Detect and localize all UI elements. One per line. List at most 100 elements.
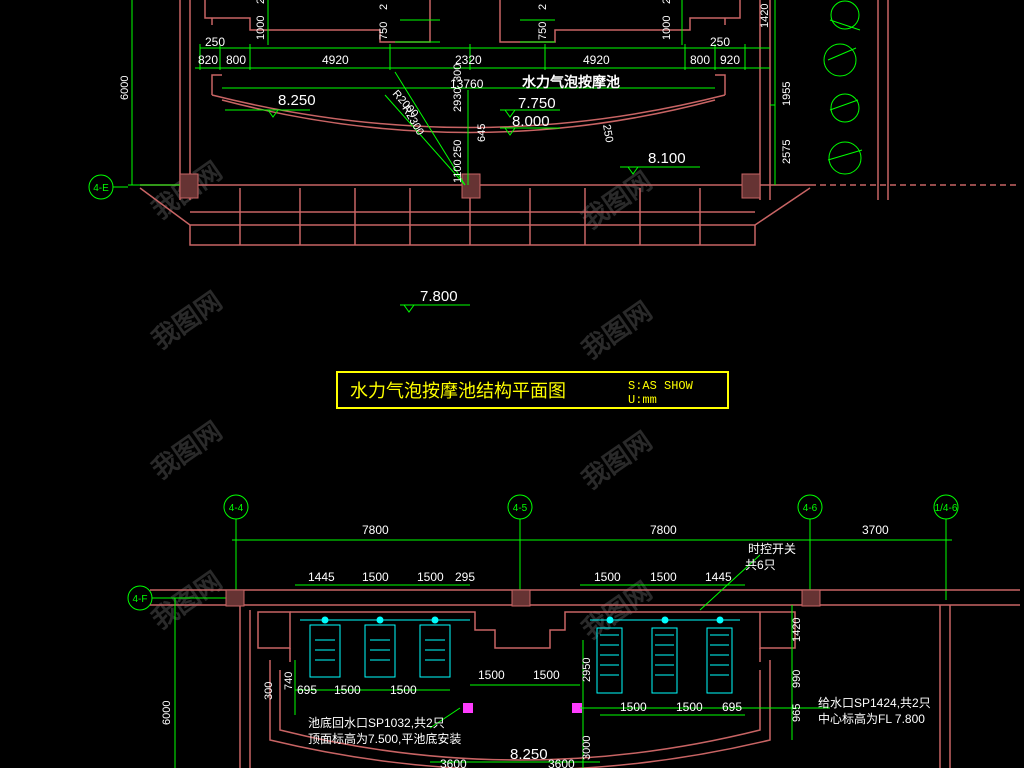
svg-text:7800: 7800 [650, 523, 677, 537]
svg-text:6000: 6000 [119, 76, 131, 100]
svg-text:1500: 1500 [478, 668, 505, 682]
svg-text:695: 695 [722, 700, 742, 714]
svg-text:1420: 1420 [791, 618, 803, 642]
watermark: 我图网 [147, 286, 228, 355]
svg-text:800: 800 [690, 53, 710, 67]
bottom-dimensions: 1445 1500 1500 295 1500 1500 1445 时控开关 共… [161, 542, 931, 768]
svg-text:8.000: 8.000 [512, 113, 550, 130]
svg-text:250: 250 [452, 140, 464, 158]
top-walls [139, 0, 1020, 246]
svg-text:1445: 1445 [308, 570, 335, 584]
svg-text:1100: 1100 [452, 159, 464, 183]
svg-text:8.100: 8.100 [648, 150, 686, 167]
svg-text:820: 820 [198, 53, 218, 67]
unit-text: U:mm [628, 393, 657, 407]
svg-text:顶面标高为7.500,平池底安装: 顶面标高为7.500,平池底安装 [308, 731, 461, 746]
axis-spans: 7800 7800 3700 [362, 523, 889, 537]
svg-text:4-5: 4-5 [513, 503, 528, 514]
svg-text:750: 750 [378, 22, 390, 40]
svg-text:4920: 4920 [583, 53, 610, 67]
note-supply-inlet: 给水口SP1424,共2只 [818, 696, 931, 710]
svg-text:13760: 13760 [450, 77, 484, 91]
svg-text:920: 920 [720, 53, 740, 67]
svg-text:2320: 2320 [455, 53, 482, 67]
bottom-plan: 4-4 4-5 4-6 1/4-6 4-F 7800 7800 3700 [127, 494, 1020, 768]
svg-text:3700: 3700 [862, 523, 889, 537]
svg-text:1420: 1420 [759, 4, 771, 28]
svg-text:3600: 3600 [440, 757, 467, 768]
svg-text:300: 300 [452, 64, 464, 82]
svg-text:990: 990 [791, 670, 803, 688]
svg-text:1/4-6: 1/4-6 [935, 503, 958, 514]
svg-text:250: 250 [710, 35, 730, 49]
top-levels: 8.250 7.750 8.000 8.100 7.800 [278, 92, 686, 305]
svg-text:4-F: 4-F [133, 594, 148, 605]
svg-text:8.250: 8.250 [278, 92, 316, 109]
svg-text:4-6: 4-6 [803, 503, 818, 514]
right-jets [590, 616, 740, 694]
svg-text:1000: 1000 [255, 16, 267, 40]
watermark: 我图网 [577, 426, 658, 495]
svg-text:1955: 1955 [781, 82, 793, 106]
svg-text:1500: 1500 [650, 570, 677, 584]
svg-text:7800: 7800 [362, 523, 389, 537]
watermark: 我图网 [147, 416, 228, 485]
axis-4-E: 4-E [88, 174, 128, 200]
watermark: 我图网 [577, 296, 658, 365]
axis-bubbles [127, 494, 959, 611]
bottom-columns [225, 589, 821, 607]
drawing-title: 水力气泡按摩池结构平面图 [350, 381, 566, 401]
svg-text:2930: 2930 [452, 88, 464, 112]
svg-text:3000: 3000 [581, 736, 593, 760]
svg-text:295: 295 [455, 570, 475, 584]
svg-text:1500: 1500 [676, 700, 703, 714]
svg-text:1500: 1500 [362, 570, 389, 584]
svg-text:2: 2 [255, 0, 267, 4]
svg-text:1000: 1000 [661, 16, 673, 40]
top-dimensions: 250 820 800 4920 2320 4920 800 920 250 1… [119, 0, 793, 183]
plants-decoration [823, 0, 863, 175]
watermark: 我图网 [147, 566, 228, 635]
svg-text:300: 300 [263, 682, 275, 700]
svg-text:2950: 2950 [581, 658, 593, 682]
axis-labels: 4-4 4-5 4-6 1/4-6 4-F [133, 503, 958, 605]
svg-text:1500: 1500 [620, 700, 647, 714]
scale-text: S:AS SHOW [628, 379, 694, 393]
svg-text:4-E: 4-E [93, 183, 109, 194]
svg-text:共6只: 共6只 [745, 558, 776, 572]
svg-text:1500: 1500 [390, 683, 417, 697]
svg-text:695: 695 [297, 683, 317, 697]
svg-text:1500: 1500 [334, 683, 361, 697]
bottom-walls [150, 589, 1020, 768]
top-plan: 4-E 250 820 800 4920 2320 4920 800 920 2… [88, 0, 1020, 313]
svg-text:750: 750 [537, 22, 549, 40]
svg-text:2575: 2575 [781, 140, 793, 164]
watermark-layer: 我图网 我图网 我图网 我图网 我图网 我图网 我图网 我图网 [147, 156, 658, 645]
svg-text:800: 800 [226, 53, 246, 67]
svg-text:1500: 1500 [417, 570, 444, 584]
svg-text:2: 2 [537, 4, 549, 10]
svg-text:7.750: 7.750 [518, 95, 556, 112]
svg-text:6000: 6000 [161, 701, 173, 725]
top-columns [179, 173, 761, 199]
svg-text:4-4: 4-4 [229, 503, 244, 514]
svg-text:250: 250 [600, 123, 615, 143]
svg-text:7.800: 7.800 [420, 288, 458, 305]
note-return-outlet: 池底回水口SP1032,共2只 [308, 715, 445, 730]
svg-text:2: 2 [378, 4, 390, 10]
svg-text:740: 740 [283, 672, 295, 690]
svg-text:2: 2 [661, 0, 673, 4]
svg-text:3600: 3600 [548, 757, 575, 768]
svg-text:250: 250 [205, 35, 225, 49]
svg-text:965: 965 [791, 704, 803, 722]
drain-markers [463, 703, 582, 713]
pool-label: 水力气泡按摩池 [522, 74, 620, 91]
svg-text:645: 645 [476, 124, 488, 142]
svg-text:1445: 1445 [705, 570, 732, 584]
svg-text:1500: 1500 [533, 668, 560, 682]
top-dimension-lines [128, 0, 776, 313]
svg-text:4920: 4920 [322, 53, 349, 67]
svg-text:中心标高为FL 7.800: 中心标高为FL 7.800 [818, 711, 925, 726]
svg-text:时控开关: 时控开关 [748, 542, 796, 556]
